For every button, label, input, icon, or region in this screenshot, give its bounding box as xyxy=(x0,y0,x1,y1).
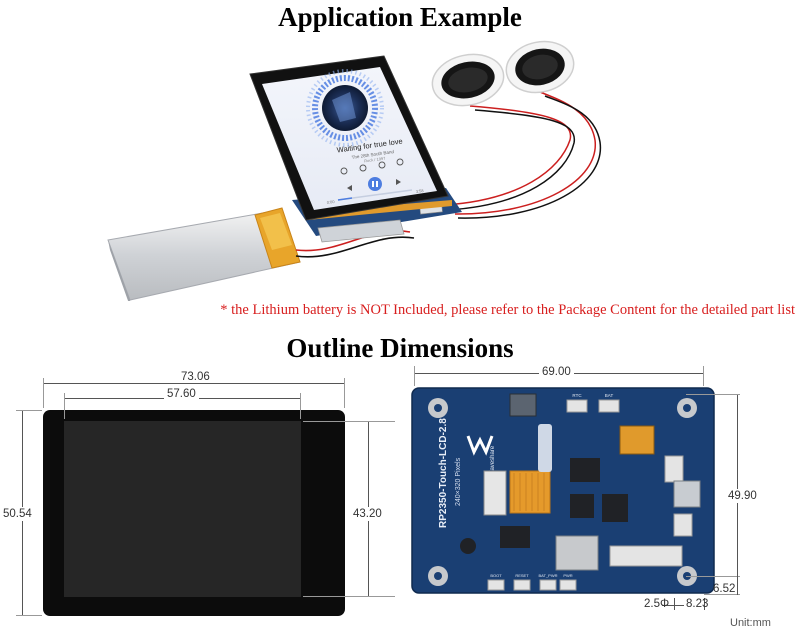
time-end: 3:58 xyxy=(415,188,424,194)
reset-label: RESET xyxy=(515,573,529,578)
bat-label: BAT xyxy=(605,393,614,398)
display-height-ext-top xyxy=(303,421,395,422)
fpc-cable xyxy=(509,470,551,514)
lithium-battery xyxy=(107,207,301,301)
front-ext-right xyxy=(344,378,345,408)
front-height-ext-top xyxy=(16,410,42,411)
reset-button[interactable] xyxy=(513,579,531,591)
audio-chip xyxy=(570,458,600,482)
boot-button[interactable] xyxy=(487,579,505,591)
transport-controls xyxy=(347,177,401,191)
heart-icon[interactable] xyxy=(340,167,348,175)
board-slot xyxy=(538,424,552,472)
rtc-label: RTC xyxy=(572,393,582,398)
gold-module xyxy=(619,425,655,455)
side-connector xyxy=(664,455,684,483)
outline-dimensions-title: Outline Dimensions xyxy=(286,333,514,363)
front-display-width: 57.60 xyxy=(164,388,199,400)
waveshare-logo-icon xyxy=(466,435,494,456)
bottom-buttons xyxy=(487,579,577,591)
next-icon[interactable] xyxy=(396,179,401,185)
play-pause-button[interactable] xyxy=(368,177,382,191)
bat-connector xyxy=(598,399,620,413)
hole-offset-y: 6.52 xyxy=(713,583,736,595)
pause-icon xyxy=(372,181,374,187)
waveform-ring xyxy=(306,69,384,147)
side-connector-2 xyxy=(673,513,693,537)
front-overall-width: 73.06 xyxy=(178,371,213,383)
previous-icon[interactable] xyxy=(347,185,352,191)
speaker-left xyxy=(431,53,505,107)
hole-diameter: 2.5Φ xyxy=(644,598,670,610)
player-icon-row xyxy=(340,158,404,175)
power-chip xyxy=(500,526,530,548)
speaker-wire-red-1 xyxy=(444,105,572,206)
more-icon[interactable] xyxy=(396,158,404,166)
battery-note: * the Lithium battery is NOT Included, p… xyxy=(220,302,795,318)
application-photo: Waiting for true love The 28th South Ban… xyxy=(107,40,602,301)
raspberry-logo-icon xyxy=(460,538,476,554)
board-resolution: 240×320 Pixels xyxy=(455,457,462,506)
boot-label: BOOT xyxy=(490,573,502,578)
device-screen xyxy=(262,67,437,210)
sd-card-slot xyxy=(555,535,599,571)
hole-y-line xyxy=(737,576,738,595)
song-album: Rock / 1997 xyxy=(364,155,387,163)
gpio-header xyxy=(609,545,683,567)
pwr-button[interactable] xyxy=(559,579,577,591)
application-example-title: Application Example xyxy=(278,2,522,32)
fpc-connector xyxy=(483,470,507,516)
bat-pwr-button[interactable] xyxy=(539,579,557,591)
front-ext-left xyxy=(43,378,44,408)
speaker-right xyxy=(505,40,575,94)
back-height-ext-bottom xyxy=(686,576,740,577)
pwr-label: PWR xyxy=(563,573,572,578)
share-icon[interactable] xyxy=(378,161,386,169)
usb-c-port xyxy=(673,480,701,508)
speaker-wire-red-2 xyxy=(454,91,596,215)
speaker-connector xyxy=(509,393,537,417)
flash-chip xyxy=(602,494,628,522)
progress-fill xyxy=(337,197,353,201)
pcb-back-view: RP2350-Touch-LCD-2.8 240×320 Pixels Wave… xyxy=(411,387,715,594)
bat-pwr-label: BAT_PWR xyxy=(538,573,557,578)
front-display-height: 43.20 xyxy=(353,507,382,521)
mcu-chip xyxy=(570,494,594,518)
front-height-ext-bottom xyxy=(16,615,42,616)
back-height-line xyxy=(737,395,738,576)
display-ext-left xyxy=(64,393,65,419)
display-ext-right xyxy=(300,393,301,419)
brand-name: Waveshare xyxy=(490,445,496,476)
lcd-active-area xyxy=(64,421,301,597)
hole-x-ext-right xyxy=(704,598,705,610)
rtc-connector xyxy=(566,399,588,413)
board-name: RP2350-Touch-LCD-2.8 xyxy=(438,418,449,528)
hole-diameter-leader xyxy=(662,605,684,606)
hole-y-ext xyxy=(704,594,740,595)
speaker-wire-black-2 xyxy=(457,95,602,219)
hole-offset-x: 8.23 xyxy=(686,598,709,610)
back-width-ext-right xyxy=(703,366,704,386)
song-artist: The 28th South Band xyxy=(351,149,394,160)
back-width-ext-left xyxy=(414,366,415,386)
unit-label: Unit:mm xyxy=(730,617,771,629)
playlist-icon[interactable] xyxy=(359,164,367,172)
back-board-width: 69.00 xyxy=(539,366,574,378)
hole-x-ext-left xyxy=(674,598,675,610)
front-overall-height: 50.54 xyxy=(3,507,32,521)
time-start: 0:00 xyxy=(326,199,335,205)
speaker-wire-black-1 xyxy=(447,109,576,211)
battery-wire-black xyxy=(295,236,415,258)
back-board-height: 49.90 xyxy=(728,489,757,503)
back-height-ext-top xyxy=(686,394,740,395)
front-width-line xyxy=(44,383,344,384)
display-height-ext-bottom xyxy=(303,596,395,597)
